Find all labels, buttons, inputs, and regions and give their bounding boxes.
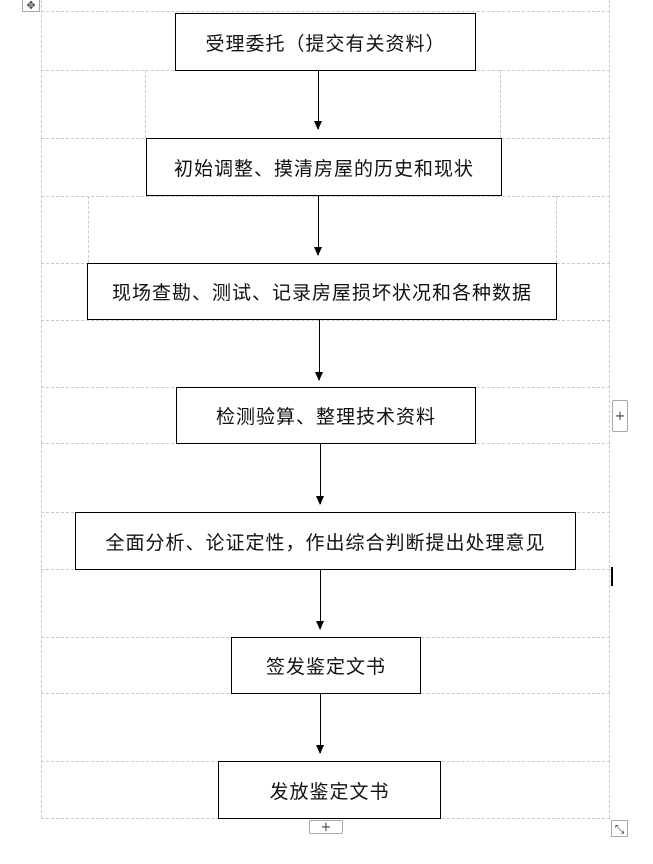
table-row-line	[41, 196, 610, 197]
text-cursor	[611, 567, 613, 586]
table-resize-icon[interactable]: ⤡	[611, 820, 628, 837]
table-move-icon[interactable]: ✥	[22, 0, 40, 12]
flow-arrow	[316, 444, 324, 505]
flow-arrow	[314, 71, 322, 130]
table-cell-line	[556, 196, 557, 263]
flow-arrow	[316, 570, 324, 630]
table-row-line	[41, 320, 610, 321]
add-column-icon[interactable]: +	[612, 400, 628, 432]
flow-arrow	[316, 694, 324, 754]
flow-arrow	[315, 320, 323, 381]
flow-step-initial-survey[interactable]: 初始调整、摸清房屋的历史和现状	[146, 138, 502, 196]
flow-arrow	[314, 196, 322, 256]
table-cell-line	[500, 70, 501, 138]
flow-step-accept-commission[interactable]: 受理委托（提交有关资料）	[175, 13, 476, 71]
flow-step-site-inspection[interactable]: 现场查勘、测试、记录房屋损坏状况和各种数据	[87, 263, 557, 320]
flow-step-check-calculation[interactable]: 检测验算、整理技术资料	[176, 387, 476, 444]
table-cell-line	[145, 70, 146, 138]
flow-step-issue-document[interactable]: 发放鉴定文书	[218, 761, 441, 819]
table-border-right	[609, 0, 610, 818]
add-row-icon[interactable]: +	[309, 820, 343, 834]
flow-step-sign-document[interactable]: 签发鉴定文书	[231, 637, 421, 694]
table-border-left	[41, 0, 42, 818]
table-cell-line	[88, 196, 89, 263]
flow-step-analysis-opinion[interactable]: 全面分析、论证定性，作出综合判断提出处理意见	[75, 512, 576, 570]
table-border-top	[41, 11, 610, 12]
